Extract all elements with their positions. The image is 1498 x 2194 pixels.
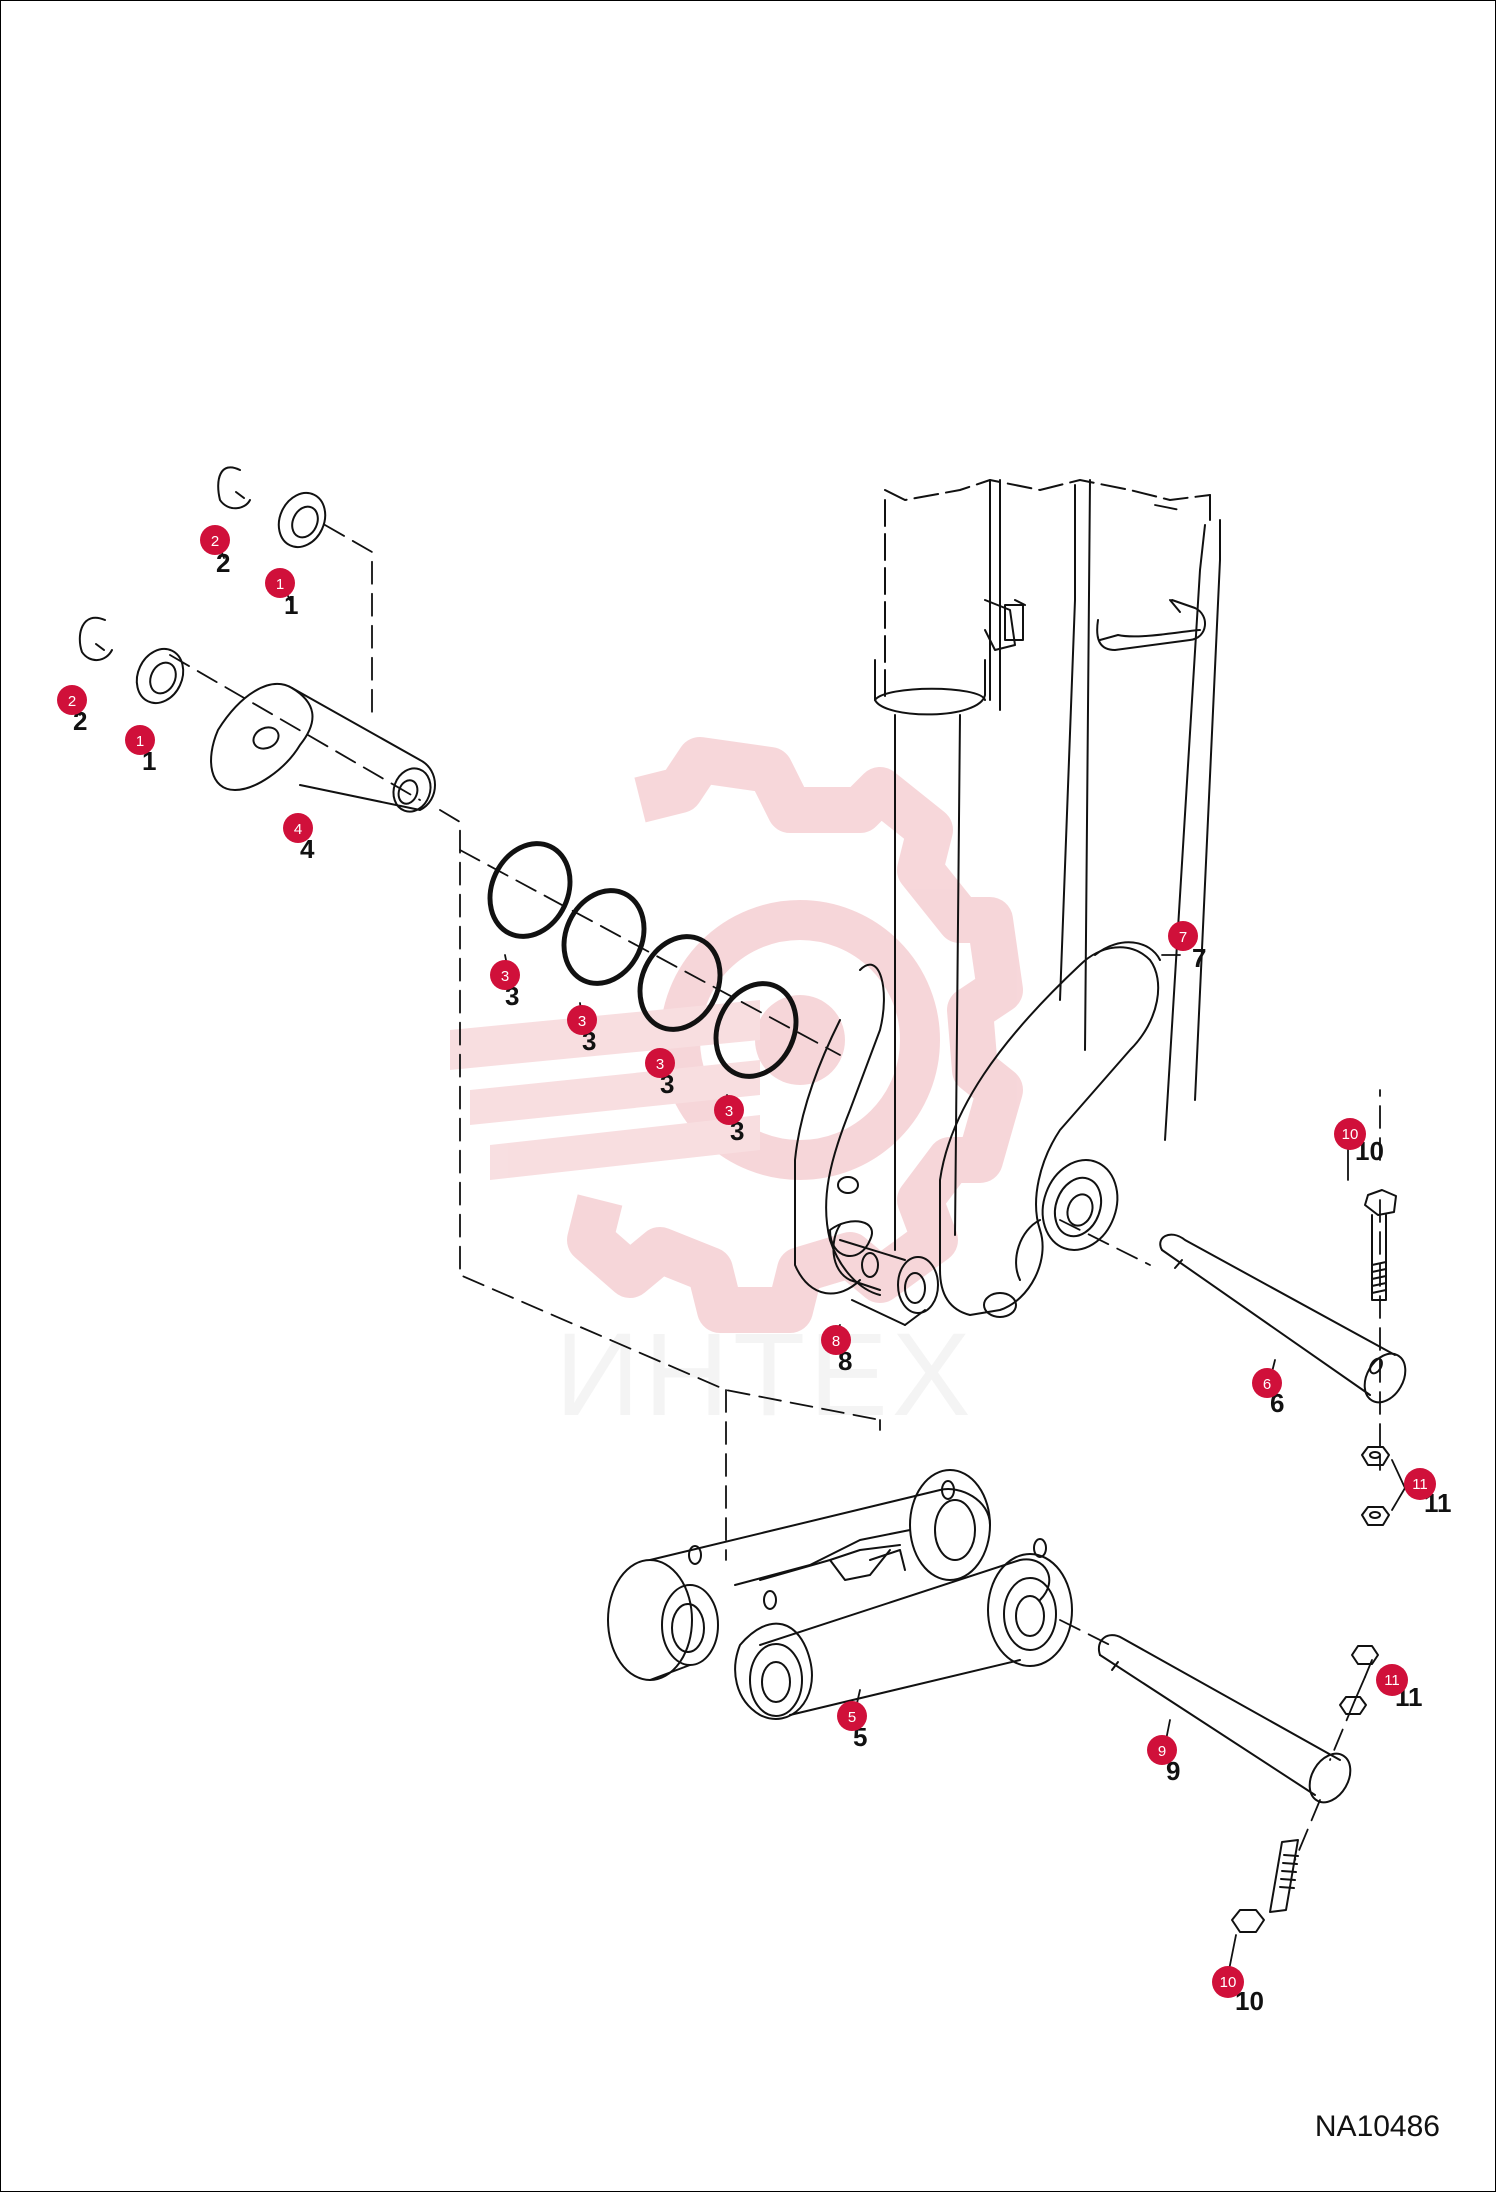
svg-text:3: 3 bbox=[501, 968, 509, 985]
nut-lower-1 bbox=[1351, 1645, 1379, 1665]
callout-11-upper: 11 11 bbox=[1404, 1468, 1452, 1518]
svg-text:2: 2 bbox=[211, 533, 219, 550]
svg-text:6: 6 bbox=[1263, 1376, 1271, 1393]
bolt-upper bbox=[1364, 1189, 1397, 1301]
callout-5: 5 5 bbox=[837, 1701, 867, 1752]
svg-text:1: 1 bbox=[136, 733, 144, 750]
nut-upper-2 bbox=[1361, 1506, 1390, 1526]
nut-lower-2 bbox=[1339, 1696, 1367, 1715]
svg-text:1: 1 bbox=[276, 576, 284, 593]
callout-7: 7 7 bbox=[1168, 921, 1206, 973]
bucket-link bbox=[607, 1469, 1073, 1720]
washer-upper bbox=[277, 491, 327, 549]
washer-lower bbox=[135, 647, 185, 705]
retaining-ring-lower bbox=[78, 616, 113, 661]
o-ring-1 bbox=[487, 841, 573, 939]
svg-text:7: 7 bbox=[1179, 929, 1187, 946]
callout-1-upper: 1 1 bbox=[265, 568, 298, 620]
retaining-ring-upper bbox=[217, 466, 251, 510]
callout-10-upper: 10 10 bbox=[1334, 1118, 1384, 1166]
clevis-bushing bbox=[829, 1159, 1119, 1326]
svg-text:11: 11 bbox=[1384, 1672, 1400, 1689]
watermark-text: ИНТЕХ bbox=[555, 1309, 975, 1441]
svg-text:3: 3 bbox=[578, 1013, 586, 1030]
svg-text:9: 9 bbox=[1166, 1756, 1180, 1786]
svg-text:10: 10 bbox=[1342, 1126, 1359, 1143]
svg-text:4: 4 bbox=[294, 821, 302, 838]
o-ring-4 bbox=[713, 981, 799, 1079]
callout-10-lower: 10 10 bbox=[1212, 1966, 1264, 2016]
callout-11-lower: 11 11 bbox=[1376, 1664, 1423, 1712]
callout-3-d: 3 3 bbox=[714, 1095, 744, 1146]
svg-text:8: 8 bbox=[832, 1333, 840, 1350]
callout-1-lower: 1 1 bbox=[125, 725, 156, 776]
callout-2-lower: 2 2 bbox=[57, 685, 87, 736]
svg-text:7: 7 bbox=[1192, 943, 1206, 973]
svg-text:9: 9 bbox=[1158, 1743, 1166, 1760]
callout-3-b: 3 3 bbox=[567, 1005, 597, 1056]
o-ring-2 bbox=[561, 888, 647, 986]
svg-text:1: 1 bbox=[284, 590, 298, 620]
callout-2-upper: 2 2 bbox=[200, 525, 230, 578]
svg-text:5: 5 bbox=[848, 1709, 856, 1726]
callout-9: 9 9 bbox=[1147, 1735, 1180, 1786]
hydraulic-cylinder bbox=[874, 599, 1026, 1251]
callout-3-c: 3 3 bbox=[645, 1048, 675, 1099]
svg-text:2: 2 bbox=[68, 693, 76, 710]
drawing-code: NA10486 bbox=[1314, 2110, 1440, 2143]
callout-4: 4 4 bbox=[283, 813, 315, 864]
svg-text:3: 3 bbox=[656, 1056, 664, 1073]
assembly-lines bbox=[169, 504, 1381, 1861]
callouts: 2 2 1 1 2 2 1 1 4 4 3 3 3 bbox=[57, 525, 1452, 2016]
nut-upper-1 bbox=[1361, 1446, 1390, 1466]
callout-8: 8 8 bbox=[821, 1325, 852, 1376]
flanged-pin bbox=[210, 683, 436, 813]
pivot-pin-lower bbox=[1097, 1634, 1352, 1804]
boom-arm-outline bbox=[884, 479, 1221, 1141]
boom-clevis-bracket bbox=[794, 941, 1161, 1318]
callout-6: 6 6 bbox=[1252, 1368, 1284, 1418]
svg-text:2: 2 bbox=[216, 548, 230, 578]
callout-3-a: 3 3 bbox=[490, 960, 520, 1011]
svg-text:11: 11 bbox=[1412, 1476, 1428, 1493]
watermark-logo: ИНТЕХ bbox=[450, 737, 1023, 1441]
svg-text:3: 3 bbox=[725, 1103, 733, 1120]
o-ring-3 bbox=[637, 934, 723, 1032]
svg-text:10: 10 bbox=[1220, 1974, 1237, 1991]
bolt-lower bbox=[1231, 1839, 1299, 1933]
pivot-pin-upper bbox=[1159, 1233, 1407, 1404]
